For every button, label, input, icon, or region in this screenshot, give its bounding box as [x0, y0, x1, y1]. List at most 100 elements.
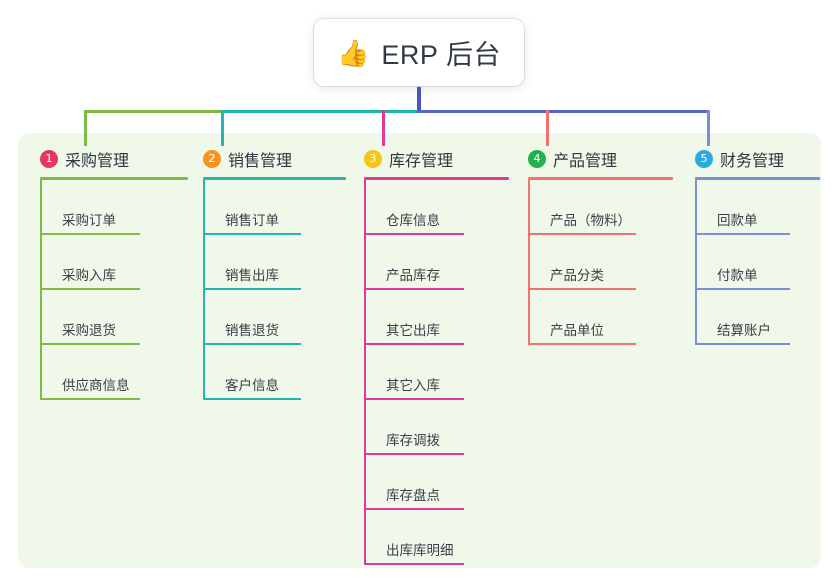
root-node-title: ERP 后台 — [381, 40, 501, 70]
leaf-underline — [364, 288, 464, 290]
leaf-underline — [40, 233, 140, 235]
leaf-label: 产品单位 — [550, 323, 604, 338]
leaf-node[interactable]: 产品（物料） — [528, 180, 636, 235]
leaf-spine — [40, 235, 42, 290]
leaf-label: 产品分类 — [550, 268, 604, 283]
leaf-label: 其它出库 — [386, 323, 440, 338]
leaf-underline — [364, 563, 464, 565]
branch-header-2[interactable]: 2 销售管理 — [203, 146, 346, 172]
leaf-underline — [364, 508, 464, 510]
leaf-underline — [40, 343, 140, 345]
leaf-label: 其它入库 — [386, 378, 440, 393]
branch-header-4[interactable]: 4 产品管理 — [528, 146, 673, 172]
leaf-label: 采购入库 — [62, 268, 116, 283]
connector-stem — [417, 86, 421, 113]
leaf-node[interactable]: 销售出库 — [203, 235, 301, 290]
branch-badge-4: 4 — [528, 150, 546, 168]
leaf-label: 采购订单 — [62, 213, 116, 228]
leaf-spine — [40, 345, 42, 400]
leaf-spine — [695, 180, 697, 235]
branch-items-4: 产品（物料） 产品分类产品单位 — [528, 180, 673, 345]
branch-title-3: 库存管理 — [389, 153, 454, 170]
branch-header-3[interactable]: 3 库存管理 — [364, 146, 509, 172]
leaf-node[interactable]: 回款单 — [695, 180, 790, 235]
branch-underline-5 — [695, 177, 820, 180]
leaf-spine — [364, 455, 366, 510]
leaf-spine — [528, 235, 530, 290]
leaf-label: 回款单 — [717, 213, 758, 228]
leaf-label: 采购退货 — [62, 323, 116, 338]
leaf-spine — [203, 180, 205, 235]
branch-items-3: 仓库信息产品库存其它出库其它入库库存调拨库存盘点出库库明细 — [364, 180, 509, 565]
leaf-spine — [364, 510, 366, 565]
leaf-node[interactable]: 产品库存 — [364, 235, 464, 290]
leaf-node[interactable]: 库存盘点 — [364, 455, 464, 510]
branch-column-2: 2 销售管理销售订单销售出库销售退货客户信息 — [203, 146, 346, 400]
leaf-node[interactable]: 供应商信息 — [40, 345, 140, 400]
leaf-label: 仓库信息 — [386, 213, 440, 228]
leaf-spine — [40, 180, 42, 235]
branch-underline-4 — [528, 177, 673, 180]
connector-trunk-3 — [417, 110, 710, 113]
leaf-underline — [364, 233, 464, 235]
leaf-node[interactable]: 库存调拨 — [364, 400, 464, 455]
leaf-node[interactable]: 采购入库 — [40, 235, 140, 290]
leaf-node[interactable]: 客户信息 — [203, 345, 301, 400]
leaf-underline — [364, 453, 464, 455]
leaf-label: 库存调拨 — [386, 433, 440, 448]
branch-items-5: 回款单付款单结算账户 — [695, 180, 820, 345]
branch-badge-2: 2 — [203, 150, 221, 168]
leaf-spine — [203, 290, 205, 345]
leaf-underline — [203, 343, 301, 345]
leaf-underline — [528, 288, 636, 290]
branch-badge-3: 3 — [364, 150, 382, 168]
leaf-node[interactable]: 付款单 — [695, 235, 790, 290]
leaf-node[interactable]: 采购订单 — [40, 180, 140, 235]
branch-underline-3 — [364, 177, 509, 180]
leaf-underline — [40, 398, 140, 400]
diagram-panel — [18, 133, 821, 568]
connector-trunk-2 — [221, 110, 419, 113]
leaf-underline — [528, 233, 636, 235]
leaf-label: 客户信息 — [225, 378, 279, 393]
branch-title-2: 销售管理 — [228, 153, 293, 170]
leaf-label: 销售出库 — [225, 268, 279, 283]
leaf-label: 销售退货 — [225, 323, 279, 338]
branch-badge-1: 1 — [40, 150, 58, 168]
branch-items-1: 采购订单采购入库采购退货供应商信息 — [40, 180, 188, 400]
leaf-label: 销售订单 — [225, 213, 279, 228]
branch-items-2: 销售订单销售出库销售退货客户信息 — [203, 180, 346, 400]
leaf-underline — [364, 398, 464, 400]
leaf-spine — [528, 180, 530, 235]
leaf-node[interactable]: 产品分类 — [528, 235, 636, 290]
leaf-label: 产品（物料） — [550, 213, 631, 228]
leaf-underline — [203, 398, 301, 400]
leaf-node[interactable]: 销售退货 — [203, 290, 301, 345]
root-node-card[interactable]: 👍 ERP 后台 — [314, 19, 524, 86]
leaf-underline — [203, 233, 301, 235]
leaf-spine — [695, 290, 697, 345]
leaf-node[interactable]: 出库库明细 — [364, 510, 464, 565]
leaf-underline — [695, 288, 790, 290]
leaf-node[interactable]: 结算账户 — [695, 290, 790, 345]
leaf-label: 产品库存 — [386, 268, 440, 283]
leaf-spine — [364, 400, 366, 455]
leaf-node[interactable]: 产品单位 — [528, 290, 636, 345]
leaf-node[interactable]: 仓库信息 — [364, 180, 464, 235]
leaf-node[interactable]: 其它入库 — [364, 345, 464, 400]
leaf-node[interactable]: 其它出库 — [364, 290, 464, 345]
leaf-spine — [203, 345, 205, 400]
leaf-underline — [40, 288, 140, 290]
leaf-label: 出库库明细 — [386, 543, 454, 558]
leaf-node[interactable]: 销售订单 — [203, 180, 301, 235]
connector-drop-1 — [84, 110, 87, 146]
leaf-spine — [364, 180, 366, 235]
branch-title-5: 财务管理 — [720, 153, 785, 170]
branch-title-4: 产品管理 — [553, 153, 618, 170]
leaf-node[interactable]: 采购退货 — [40, 290, 140, 345]
